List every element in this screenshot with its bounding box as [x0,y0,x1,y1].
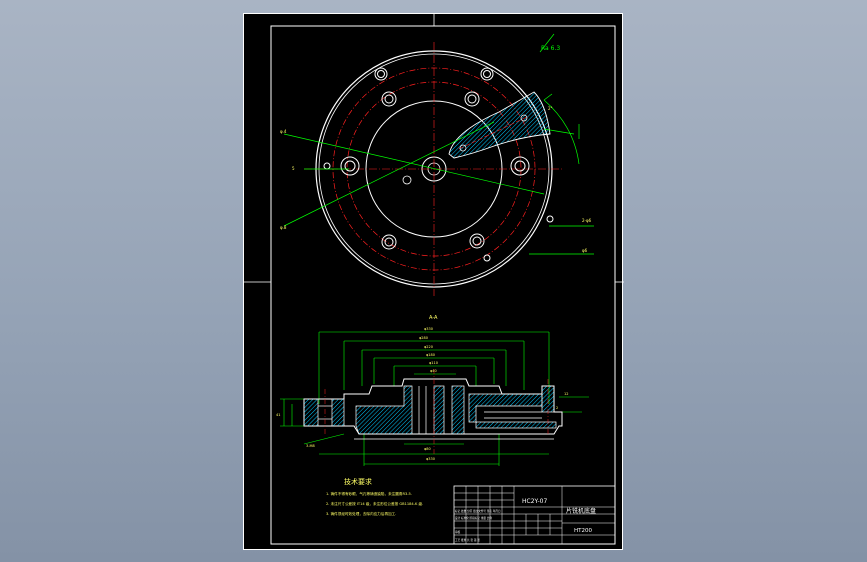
note-3: 3. 铸件须经时效处理，去除内应力后再加工. [326,511,396,516]
slot-centerline [458,115,530,150]
plan-dimensions [283,33,594,255]
svg-text:φ280: φ280 [419,336,428,340]
svg-text:φ.8: φ.8 [280,225,287,230]
bolt-holes [323,67,554,262]
drawing-number: HC2Y-07 [522,498,547,505]
slot-hole-2 [520,114,528,122]
title-block: HC2Y-07 片铣机底盘 HT200 标记 处数 分区 更改文件号 签名 年月… [453,485,616,545]
note-1: 1. 铸件不得有砂眼、气孔等铸造缺陷，未注圆角R3-5. [326,491,412,496]
notes-heading: 技术要求 [344,477,372,486]
section-labels: φ330 φ280 φ220 φ180 φ110 φ40 φ330 φ80 41… [276,327,568,461]
svg-text:φ180: φ180 [426,353,435,357]
title-row-2: 设计 标准化 阶段标记 重量 比例 [455,516,492,520]
part-name: 片铣机底盘 [566,507,596,515]
svg-text:41: 41 [276,413,280,417]
svg-text:φ40: φ40 [430,369,437,373]
section-label: A-A [429,315,438,321]
svg-text:2-φ6: 2-φ6 [582,218,592,223]
section-internal-lines [318,386,554,440]
title-row-4: 工艺 批准 共 张 第 张 [455,538,480,542]
svg-text:12: 12 [564,392,568,396]
top-view: Ra 6.3 φ.4 φ.8 5 2-φ6 φ6 2° [280,33,594,296]
drawing-sheet: Ra 6.3 φ.4 φ.8 5 2-φ6 φ6 2° A-A [243,13,624,550]
svg-text:3-M8: 3-M8 [306,444,315,448]
svg-text:2°: 2° [548,106,553,111]
title-row-1: 标记 处数 分区 更改文件号 签名 年月日 [455,509,501,513]
slot-hole [459,144,467,152]
material: HT200 [574,528,592,534]
pin-hole [402,175,412,185]
svg-text:φ6: φ6 [582,248,588,253]
svg-text:φ80: φ80 [424,447,431,451]
technical-notes: 技术要求 1. 铸件不得有砂眼、气孔等铸造缺陷，未注圆角R3-5. 2. 未注尺… [326,477,423,516]
svg-text:φ110: φ110 [429,361,438,365]
roughness-symbol: Ra 6.3 [541,45,560,52]
section-view: A-A [276,315,589,466]
svg-text:φ.4: φ.4 [280,129,287,134]
plan-labels: φ.4 φ.8 5 2-φ6 φ6 2° [280,106,592,253]
svg-text:φ330: φ330 [424,327,433,331]
section-hatching [303,385,557,435]
svg-text:φ330: φ330 [426,457,435,461]
section-centerlines [324,369,549,454]
note-2: 2. 未注尺寸公差按 IT14 级，未注形位公差按 GB1184-K 级. [326,501,423,506]
svg-text:5: 5 [292,166,295,171]
cad-drawing: Ra 6.3 φ.4 φ.8 5 2-φ6 φ6 2° A-A [244,14,624,545]
svg-text:2: 2 [556,406,558,410]
inner-frame [270,25,616,545]
svg-text:φ220: φ220 [424,345,433,349]
slot-section [448,91,551,159]
title-row-3: 审核 [455,530,461,534]
